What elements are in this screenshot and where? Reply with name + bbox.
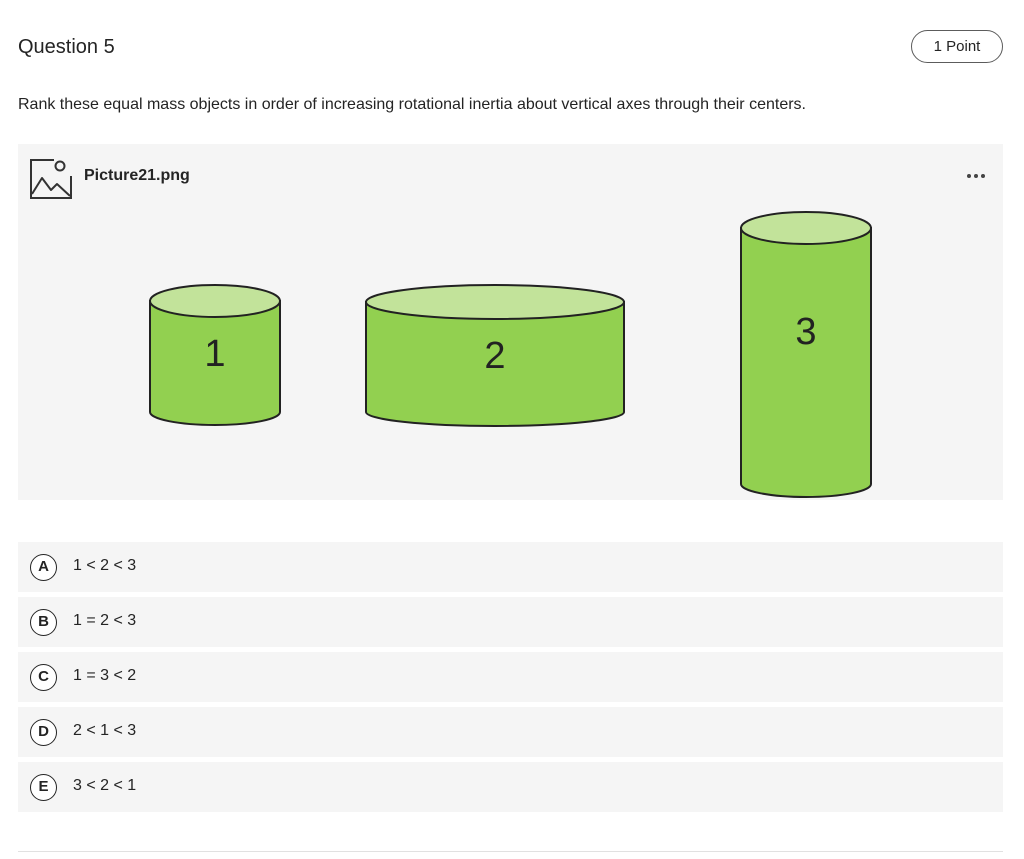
cylinders-figure: 1 2 3 <box>149 211 872 498</box>
cylinder-1: 1 <box>149 284 281 426</box>
answer-options: A 1 < 2 < 3 B 1 = 2 < 3 C 1 = 3 < 2 D 2 … <box>18 542 1003 817</box>
option-letter: A <box>30 554 57 581</box>
option-d[interactable]: D 2 < 1 < 3 <box>18 707 1003 757</box>
image-attachment: 1 2 3 Picture21.png <box>18 144 1003 500</box>
points-badge: 1 Point <box>911 30 1003 63</box>
option-text: 3 < 2 < 1 <box>73 777 137 794</box>
option-text: 1 = 2 < 3 <box>73 612 137 629</box>
cylinder-label-3: 3 <box>795 311 816 353</box>
image-icon <box>30 159 72 199</box>
option-a[interactable]: A 1 < 2 < 3 <box>18 542 1003 592</box>
cylinder-label-1: 1 <box>204 333 225 375</box>
divider <box>18 851 1003 852</box>
cylinder-label-2: 2 <box>484 335 505 377</box>
option-letter: E <box>30 774 57 801</box>
question-header: Question 5 1 Point <box>18 30 1003 66</box>
option-text: 1 < 2 < 3 <box>73 557 137 574</box>
option-c[interactable]: C 1 = 3 < 2 <box>18 652 1003 702</box>
option-e[interactable]: E 3 < 2 < 1 <box>18 762 1003 812</box>
option-letter: D <box>30 719 57 746</box>
option-text: 1 = 3 < 2 <box>73 667 137 684</box>
cylinder-2: 2 <box>365 284 625 427</box>
option-b[interactable]: B 1 = 2 < 3 <box>18 597 1003 647</box>
option-letter: C <box>30 664 57 691</box>
option-letter: B <box>30 609 57 636</box>
image-filename: Picture21.png <box>84 167 190 184</box>
option-text: 2 < 1 < 3 <box>73 722 137 739</box>
cylinder-3: 3 <box>740 211 872 498</box>
more-options-icon[interactable] <box>963 166 989 186</box>
question-text: Rank these equal mass objects in order o… <box>18 96 806 113</box>
question-title: Question 5 <box>18 36 115 58</box>
